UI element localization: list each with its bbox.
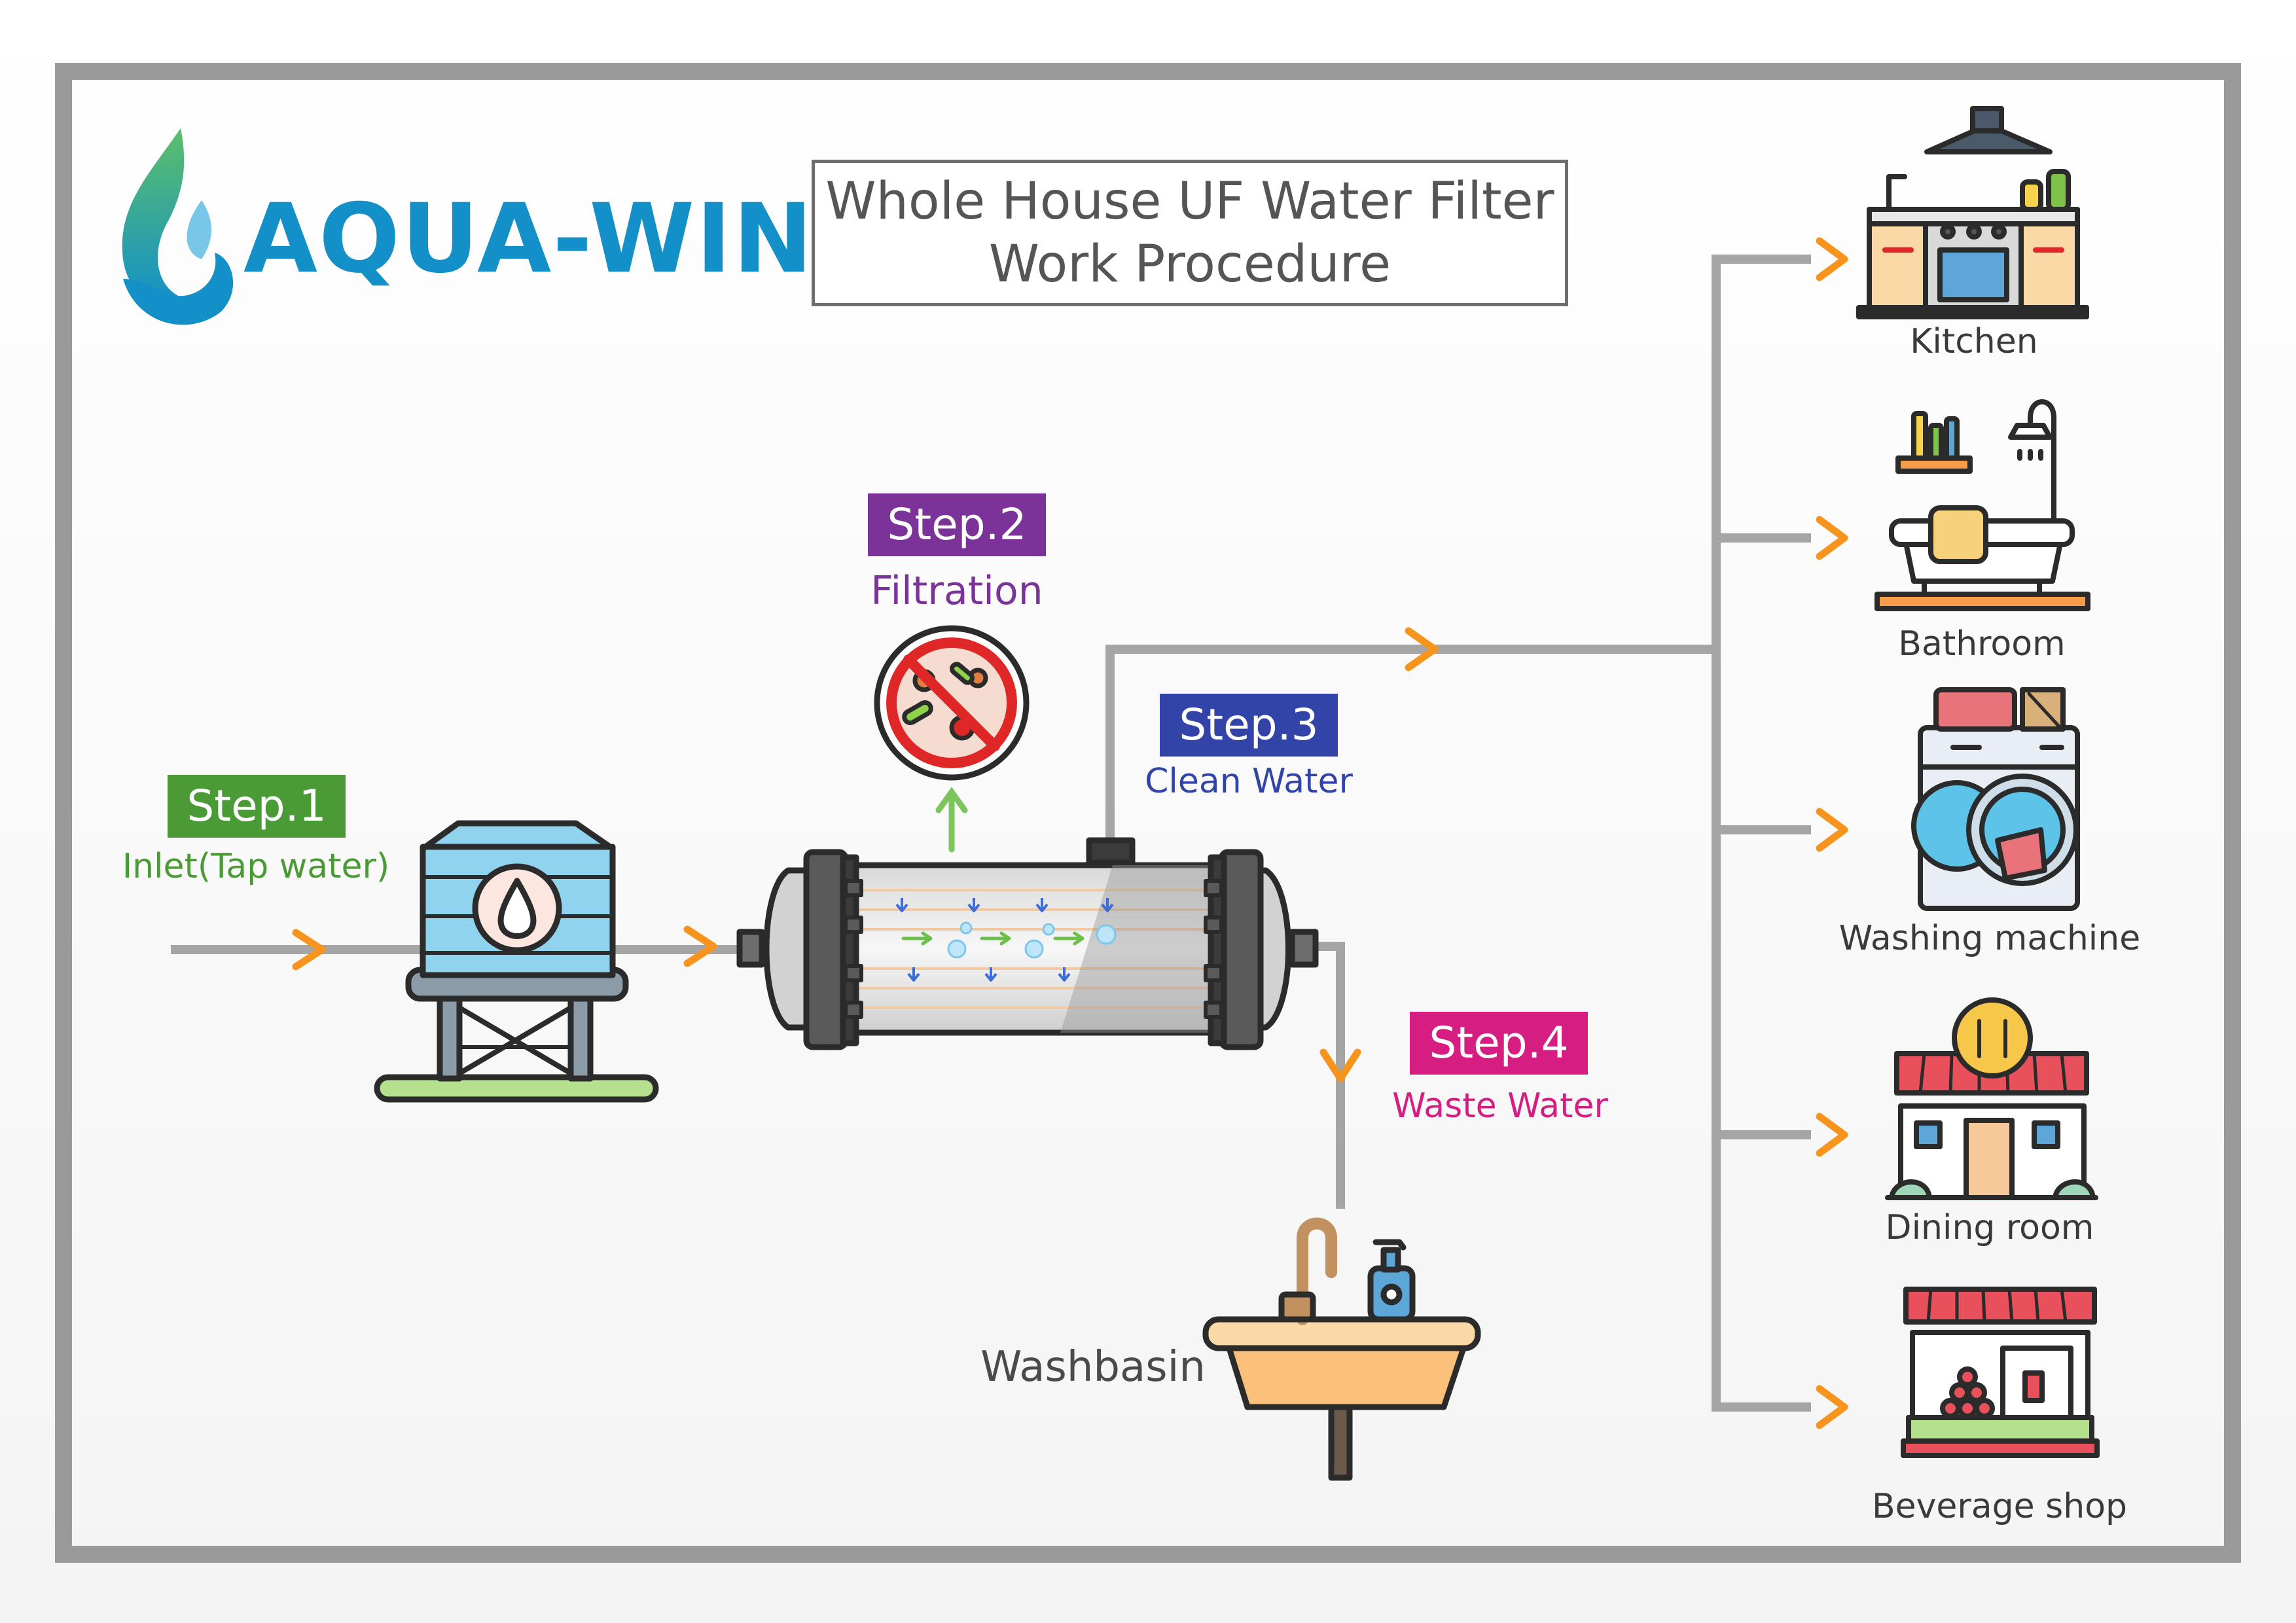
destination-beverage-shop-label: Beverage shop [1871,1487,2128,1526]
destination-dining-room-label: Dining room [1885,1208,2094,1247]
title-line-1: Whole House UF Water Filter [825,172,1554,231]
step-3-label: Clean Water [1145,762,1353,801]
uf-filter-housing-icon [736,837,1319,1050]
waste-pipe [1311,942,1345,1209]
arrow-dining [1816,1113,1848,1157]
title-line-2: Work Procedure [988,235,1391,294]
arrow-kitchen [1816,237,1848,281]
washing-machine-icon [1911,687,2080,911]
destination-kitchen-label: Kitchen [1910,322,2038,361]
step-1-badge: Step.1 [168,775,346,838]
water-drop-leaf-hand-icon [122,128,234,325]
kitchen-icon [1856,106,2089,319]
beverage-shop-icon [1901,1287,2100,1458]
step-4-label: Waste Water [1392,1086,1608,1126]
destination-bathroom-label: Bathroom [1898,624,2066,664]
arrow-beverage [1816,1385,1848,1429]
water-tower-icon [374,820,659,1103]
arrow-to-filter [683,925,717,967]
step-3-badge: Step.3 [1160,694,1338,757]
clean-water-pipe [1105,645,1721,855]
arrow-washing [1816,808,1848,852]
flow-arrows [292,237,1848,1429]
arrow-clean [1405,627,1439,671]
brand-name: AQUA-WIN [243,183,814,294]
bathroom-icon [1874,399,2090,611]
title-box: Whole House UF Water Filter Work Procedu… [812,160,1568,306]
arrow-waste [1319,1048,1361,1082]
step-4-badge: Step.4 [1410,1012,1588,1075]
filtration-up-arrow [935,787,968,853]
destination-washing-machine-label: Washing machine [1839,919,2141,958]
step-1-label: Inlet(Tap water) [122,847,390,886]
washbasin-icon [1202,1217,1481,1481]
arrow-bathroom [1816,516,1848,560]
outer-frame [55,63,2241,1563]
arrow-inlet [292,929,326,971]
dining-room-icon [1885,997,2098,1200]
step-2-label: Filtration [870,568,1043,614]
washbasin-label: Washbasin [980,1343,1206,1391]
no-bacteria-icon [874,625,1030,781]
step-2-badge: Step.2 [868,493,1046,556]
